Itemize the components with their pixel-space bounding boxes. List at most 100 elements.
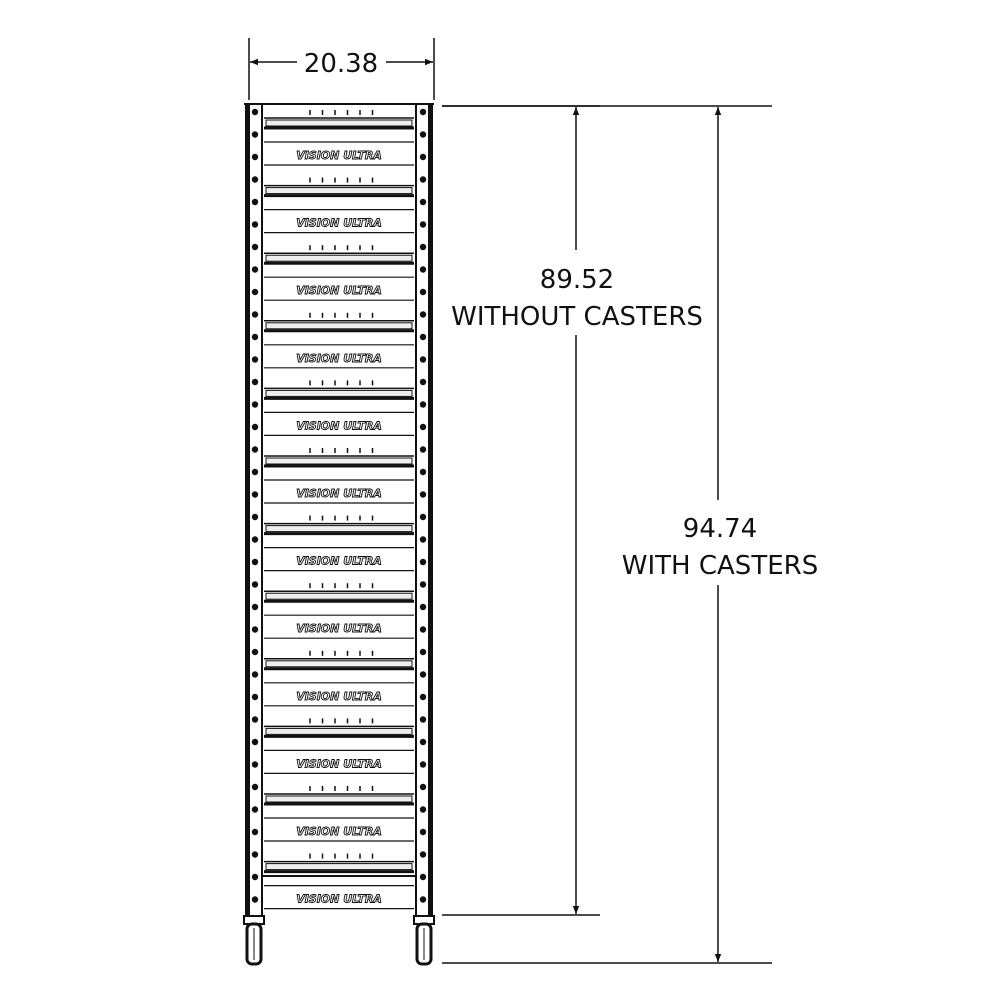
post-hole: [251, 108, 259, 116]
post-hole: [419, 468, 427, 476]
post-hole: [251, 423, 259, 431]
post-hole: [251, 648, 259, 656]
brand-label: VISION ULTRA: [296, 149, 382, 162]
post-hole: [419, 806, 427, 813]
tray-lip: [265, 660, 413, 668]
post-hole: [419, 356, 427, 363]
brand-label: VISION ULTRA: [296, 217, 382, 230]
post-hole: [251, 221, 259, 228]
post-hole: [251, 378, 259, 386]
post-hole: [251, 176, 259, 183]
post-hole: [251, 266, 259, 273]
post-hole: [251, 738, 259, 746]
post-hole: [251, 333, 259, 341]
tray-lip: [265, 457, 413, 465]
post-hole: [419, 311, 427, 318]
height-with-casters-value: 94.74: [683, 514, 757, 544]
width-dimension-value: 20.38: [304, 49, 378, 79]
post-hole: [251, 401, 259, 408]
post-hole: [419, 873, 427, 881]
post-hole: [419, 491, 427, 498]
post-hole: [419, 378, 427, 386]
post-hole: [419, 513, 427, 521]
tray-lip: [265, 727, 413, 735]
post-hole: [251, 581, 259, 588]
post-hole: [251, 693, 259, 701]
post-hole: [419, 266, 427, 273]
post-hole: [419, 221, 427, 228]
brand-label: VISION ULTRA: [296, 622, 382, 635]
post-hole: [419, 671, 427, 678]
brand-label: VISION ULTRA: [296, 419, 382, 432]
post-hole: [419, 198, 427, 206]
height-with-casters-dimension: [442, 105, 772, 964]
post-hole: [251, 153, 259, 161]
post-hole: [251, 288, 259, 296]
post-hole: [419, 738, 427, 746]
tray-lip: [265, 525, 413, 533]
post-hole: [251, 198, 259, 206]
post-hole: [419, 648, 427, 656]
post-hole: [419, 603, 427, 611]
post-hole: [251, 468, 259, 476]
post-hole: [251, 243, 259, 251]
height-without-casters-value: 89.52: [540, 265, 614, 295]
post-hole: [419, 176, 427, 183]
tray-lip: [265, 863, 413, 871]
post-hole: [419, 446, 427, 453]
post-hole: [251, 626, 259, 633]
post-hole: [251, 783, 259, 791]
post-hole: [419, 108, 427, 116]
post-hole: [419, 131, 427, 138]
tray-lip: [265, 389, 413, 397]
brand-label: VISION ULTRA: [296, 487, 382, 500]
height-with-casters-label: WITH CASTERS: [622, 551, 818, 581]
brand-label: VISION ULTRA: [296, 825, 382, 838]
post-hole: [251, 806, 259, 813]
brand-label: VISION ULTRA: [296, 690, 382, 703]
post-hole: [419, 536, 427, 543]
tray-lip: [265, 795, 413, 803]
tray-lip: [265, 187, 413, 195]
brand-label: VISION ULTRA: [296, 284, 382, 297]
post-hole: [251, 131, 259, 138]
post-hole: [251, 446, 259, 453]
post-hole: [251, 536, 259, 543]
post-hole: [419, 828, 427, 836]
post-hole: [251, 761, 259, 768]
brand-label: VISION ULTRA: [296, 757, 382, 770]
post-hole: [419, 761, 427, 768]
rack-elevation: VISION ULTRA VISION ULTRA VISION ULTRA VISI…: [243, 103, 435, 966]
post-hole: [251, 671, 259, 678]
post-hole: [419, 581, 427, 588]
brand-label: VISION ULTRA: [296, 352, 382, 365]
tray-lip: [265, 322, 413, 330]
width-dimension: [248, 38, 435, 100]
post-hole: [419, 153, 427, 161]
post-hole: [419, 243, 427, 251]
post-hole: [419, 851, 427, 858]
post-hole: [419, 896, 427, 903]
tray-lip: [265, 254, 413, 262]
post-hole: [419, 401, 427, 408]
height-without-casters-label: WITHOUT CASTERS: [451, 302, 703, 332]
post-hole: [419, 783, 427, 791]
brand-label: VISION ULTRA: [296, 555, 382, 568]
height-without-casters-dimension: [442, 105, 600, 916]
post-hole: [251, 851, 259, 858]
post-hole: [251, 558, 259, 566]
post-hole: [251, 311, 259, 318]
post-hole: [251, 603, 259, 611]
post-hole: [419, 716, 427, 723]
post-hole: [251, 873, 259, 881]
post-hole: [251, 716, 259, 723]
tray-lip: [265, 119, 413, 127]
post-hole: [419, 288, 427, 296]
post-hole: [251, 828, 259, 836]
post-hole: [251, 491, 259, 498]
post-hole: [251, 513, 259, 521]
post-hole: [251, 356, 259, 363]
post-hole: [419, 423, 427, 431]
